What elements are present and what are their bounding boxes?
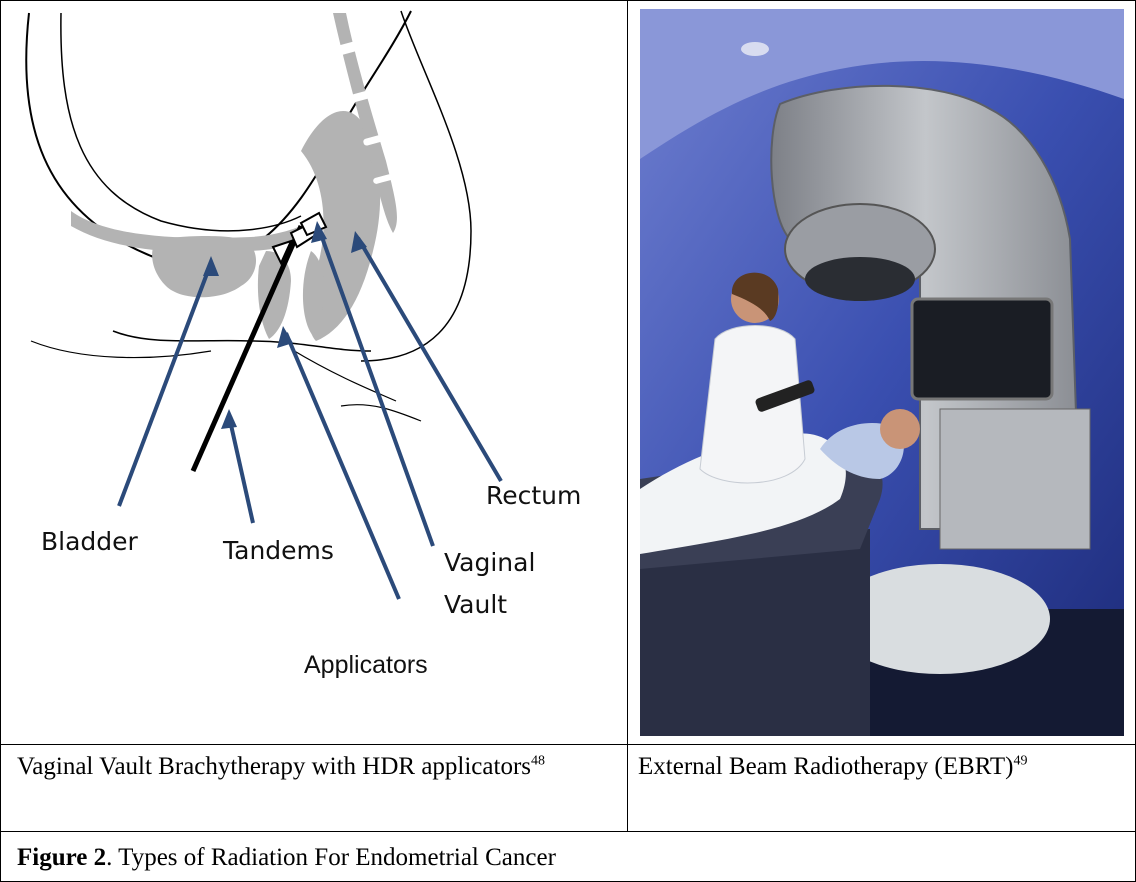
right-caption-cell: External Beam Radiotherapy (EBRT)49 bbox=[627, 744, 1136, 832]
figure-caption-cell: Figure 2. Types of Radiation For Endomet… bbox=[0, 831, 1136, 882]
tandems-arrowhead bbox=[221, 409, 237, 429]
tandems-arrow bbox=[229, 416, 253, 523]
left-caption-cell: Vaginal Vault Brachytherapy with HDR app… bbox=[0, 744, 628, 832]
radiotherapy-machine-photo bbox=[640, 9, 1124, 736]
left-caption-ref: 48 bbox=[531, 754, 545, 769]
technician-coat bbox=[700, 326, 805, 483]
brachytherapy-diagram: Bladder Tandems Applicators Vaginal Vaul… bbox=[1, 1, 627, 744]
machine-base bbox=[940, 409, 1090, 549]
thigh-outline-3 bbox=[31, 341, 211, 358]
diagram-cell: Bladder Tandems Applicators Vaginal Vaul… bbox=[0, 0, 628, 745]
rectum-label: Rectum bbox=[486, 481, 581, 510]
photo-cell bbox=[627, 0, 1136, 745]
left-caption-text: Vaginal Vault Brachytherapy with HDR app… bbox=[17, 753, 531, 780]
figure-label: Figure 2 bbox=[17, 844, 106, 871]
bladder-label: Bladder bbox=[41, 527, 139, 556]
vault-label: Vault bbox=[444, 590, 507, 619]
vaginal-label: Vaginal bbox=[444, 548, 535, 577]
monitor bbox=[912, 299, 1052, 399]
vaginal-vault-arrow bbox=[319, 229, 433, 546]
bladder-arrow bbox=[119, 263, 211, 506]
collimator-face bbox=[805, 257, 915, 301]
leg-outline bbox=[291, 349, 396, 401]
ceiling-light bbox=[741, 42, 769, 56]
right-caption-text: External Beam Radiotherapy (EBRT) bbox=[638, 753, 1013, 780]
tandems-label: Tandems bbox=[222, 536, 334, 565]
bladder-fill bbox=[152, 236, 256, 297]
patient-head bbox=[880, 409, 920, 449]
thigh-outline-1 bbox=[113, 331, 371, 351]
right-caption-ref: 49 bbox=[1013, 754, 1027, 769]
abdomen-outline bbox=[61, 13, 301, 231]
figure-title: . Types of Radiation For Endometrial Can… bbox=[106, 844, 556, 871]
applicators-label: Applicators bbox=[304, 651, 428, 679]
